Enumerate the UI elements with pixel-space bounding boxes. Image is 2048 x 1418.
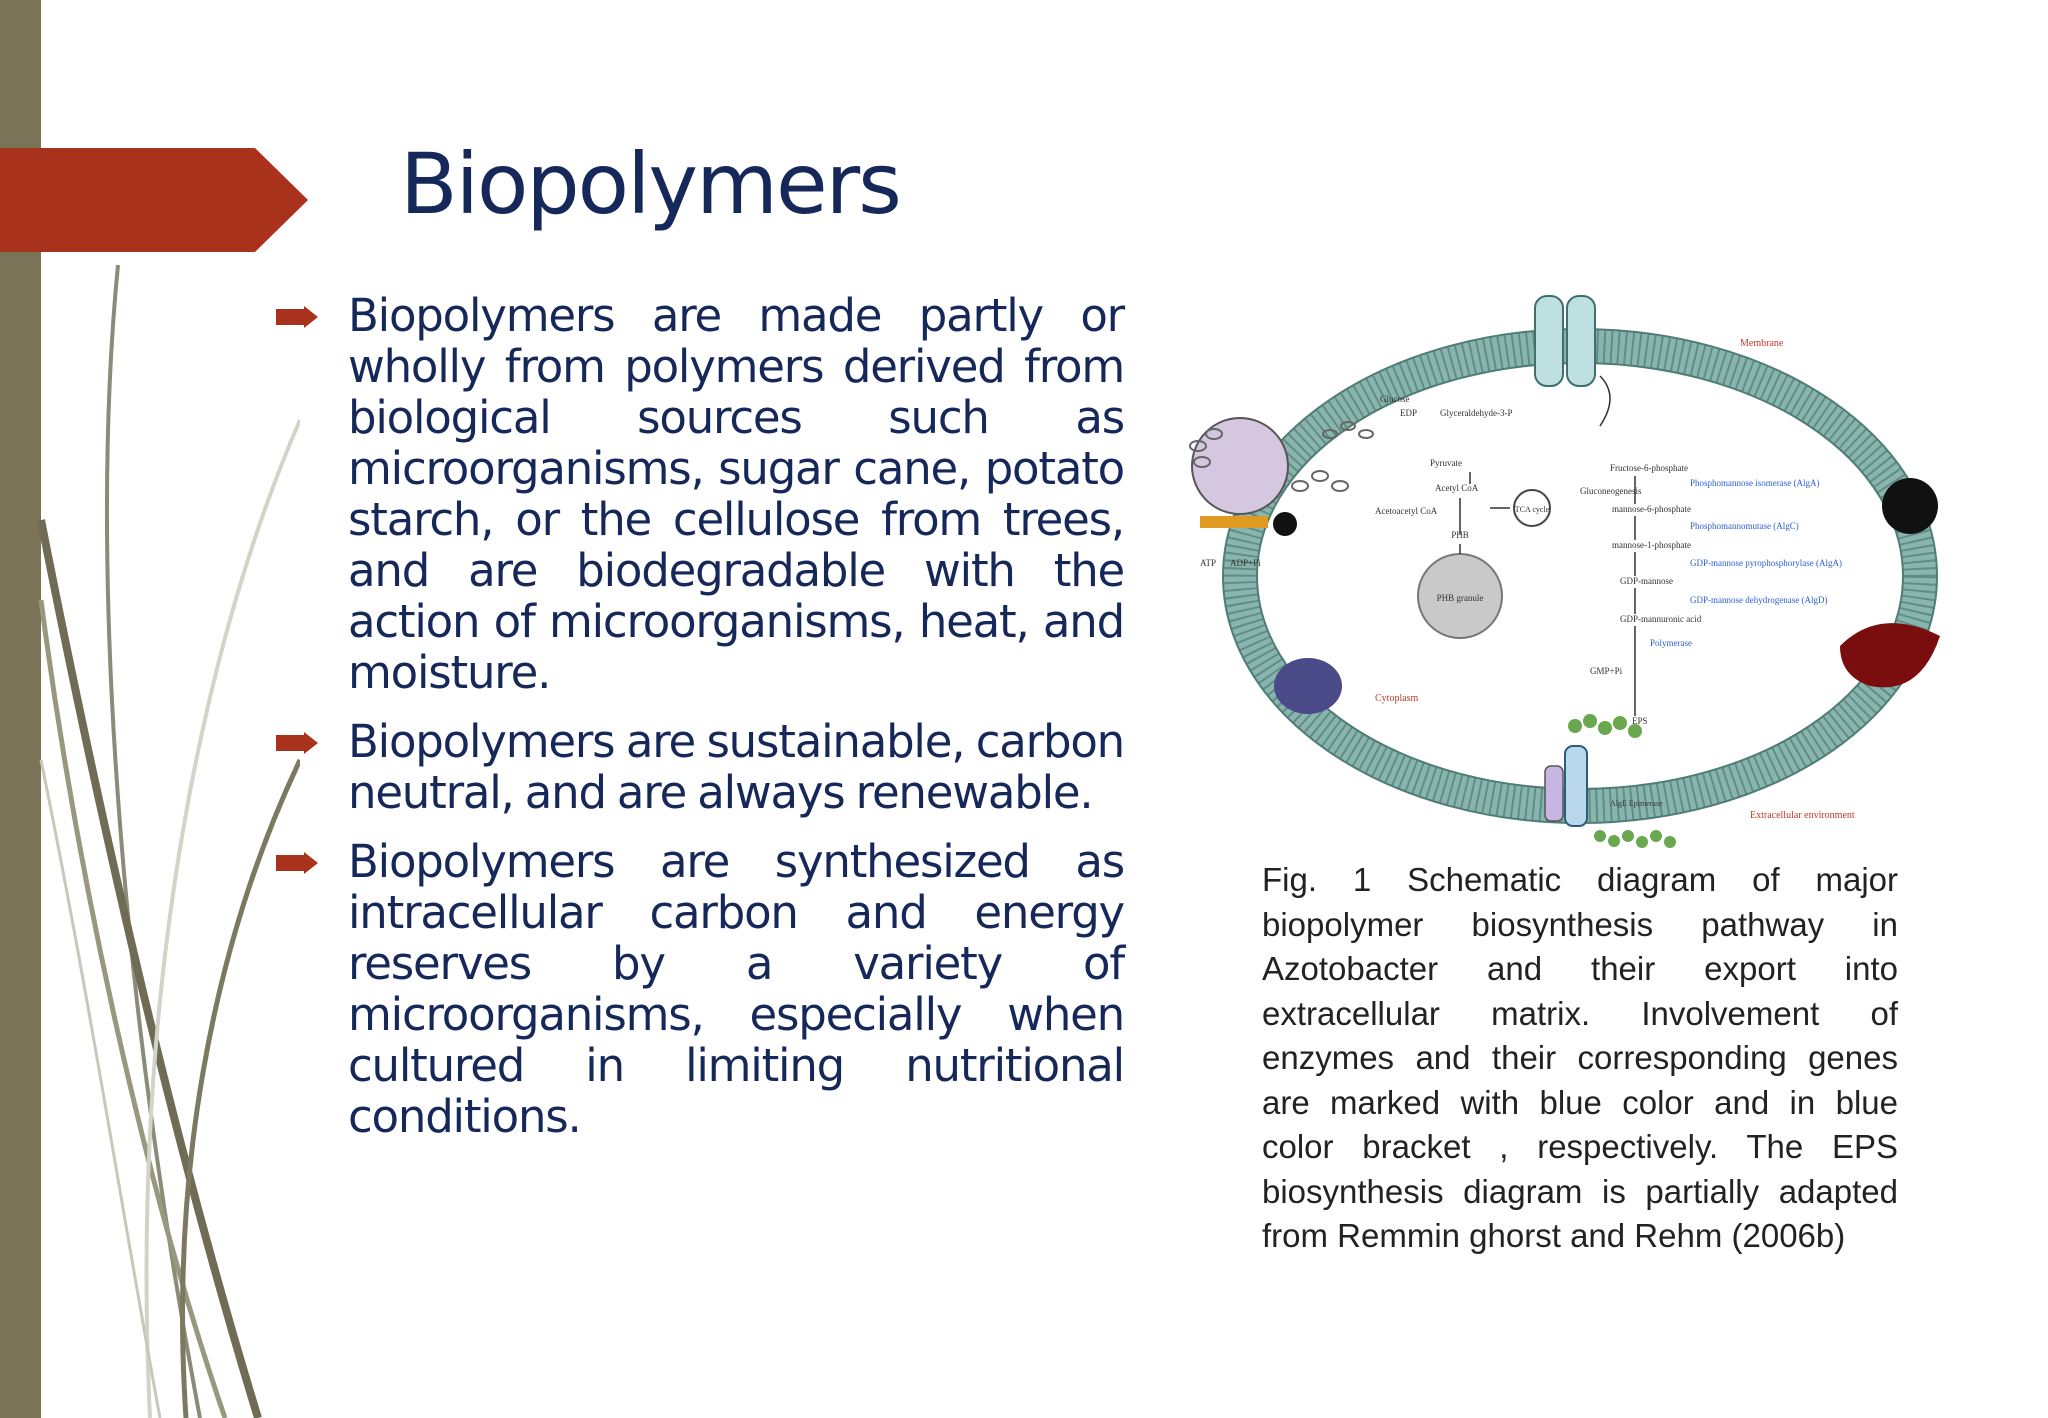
- figure-caption: Fig. 1 Schematic diagram of major biopol…: [1262, 861, 1898, 1254]
- cytoplasm-label: Cytoplasm: [1375, 693, 1419, 704]
- dark-protein: [1882, 478, 1938, 534]
- gdp-mannose-label: GDP-mannose: [1620, 576, 1673, 586]
- deco-curve: [39, 759, 162, 1418]
- extracellular-label: Extracellular environment: [1750, 810, 1855, 821]
- deco-curve: [38, 599, 228, 1418]
- eps-label: EPS: [1632, 716, 1648, 726]
- channel-protein: [1534, 295, 1564, 387]
- molecule-cluster: [1189, 421, 1374, 492]
- glucose-label: Glucose: [1380, 394, 1410, 404]
- enzyme-algd-label: GDP-mannose dehydrogenase (AlgD): [1690, 595, 1827, 605]
- membrane-label: Membrane: [1740, 338, 1784, 349]
- bullet-arrow-icon: [276, 852, 318, 874]
- cell-membrane: [1223, 329, 1937, 823]
- alge-export-protein: [1564, 745, 1588, 827]
- bullet-arrow-icon: [276, 732, 318, 754]
- deco-curve: [180, 758, 300, 1418]
- slide-title: Biopolymers: [400, 135, 902, 233]
- adp-label: ADP+Pi: [1230, 558, 1261, 568]
- transporter-protein: [1191, 417, 1289, 515]
- gdp-mannuronic-label: GDP-mannuronic acid: [1620, 614, 1702, 624]
- gluconeogenesis-label: Gluconeogenesis: [1580, 486, 1642, 496]
- tca-label: TCA cycle: [1515, 505, 1550, 514]
- biosynthesis-diagram: PHB granule PHB TCA cycle Acetyl CoA Ace…: [1189, 295, 1940, 848]
- alginate-chain: [1568, 714, 1676, 848]
- membrane-protein-red: [1840, 623, 1940, 688]
- deco-curve: [144, 419, 300, 1418]
- channel-protein: [1566, 295, 1596, 387]
- enzyme-algc-label: Phosphomannomutase (AlgC): [1690, 521, 1799, 531]
- pyruvate-label: Pyruvate: [1430, 458, 1462, 468]
- title-arrow-shape: [0, 148, 308, 252]
- edp-label: EDP: [1400, 408, 1417, 418]
- polymerase-label: Polymerase: [1650, 638, 1692, 648]
- acetyl-coa-label: Acetyl CoA: [1435, 483, 1479, 493]
- enzyme-alga-label: Phosphomannose isomerase (AlgA): [1690, 478, 1819, 488]
- deco-curve: [37, 519, 262, 1418]
- pathway-arrows: [1459, 375, 1636, 716]
- bullet-arrow-icon: [276, 306, 318, 328]
- bullet-item: Biopolymers are sustainable, carbon neut…: [268, 715, 1125, 819]
- membrane-protein-blue: [1274, 658, 1342, 714]
- bullet-text: Biopolymers are sustainable, carbon neut…: [348, 715, 1125, 819]
- atp-synthase: [1200, 516, 1268, 528]
- glyceraldehyde-label: Glyceraldehyde-3-P: [1440, 408, 1512, 418]
- bullet-text: Biopolymers are made partly or wholly fr…: [348, 289, 1125, 699]
- mannose1p-label: mannose-1-phosphate: [1612, 540, 1691, 550]
- decorative-curves: [37, 264, 300, 1418]
- mannose6p-label: mannose-6-phosphate: [1612, 504, 1691, 514]
- bullet-list: Biopolymers are made partly or wholly fr…: [268, 289, 1125, 1160]
- tca-cycle: [1513, 489, 1551, 527]
- bullet-item: Biopolymers are made partly or wholly fr…: [268, 289, 1125, 699]
- phb-label: PHB: [1451, 530, 1469, 540]
- atp-label: ATP: [1200, 558, 1216, 568]
- membrane-lipids: [1223, 329, 1937, 823]
- bullet-text: Biopolymers are synthesized as intracell…: [348, 835, 1125, 1143]
- gmp-label: GMP+Pi: [1590, 666, 1623, 676]
- enzyme-alga2-label: GDP-mannose pyrophosphorylase (AlgA): [1690, 558, 1842, 568]
- phb-granule-label: PHB granule: [1437, 593, 1484, 603]
- epimerase-label: AlgE Epimerase: [1610, 799, 1663, 808]
- fructose6p-label: Fructose-6-phosphate: [1610, 463, 1688, 473]
- bullet-item: Biopolymers are synthesized as intracell…: [268, 835, 1125, 1143]
- acetoacetyl-coa-label: Acetoacetyl CoA: [1375, 506, 1438, 516]
